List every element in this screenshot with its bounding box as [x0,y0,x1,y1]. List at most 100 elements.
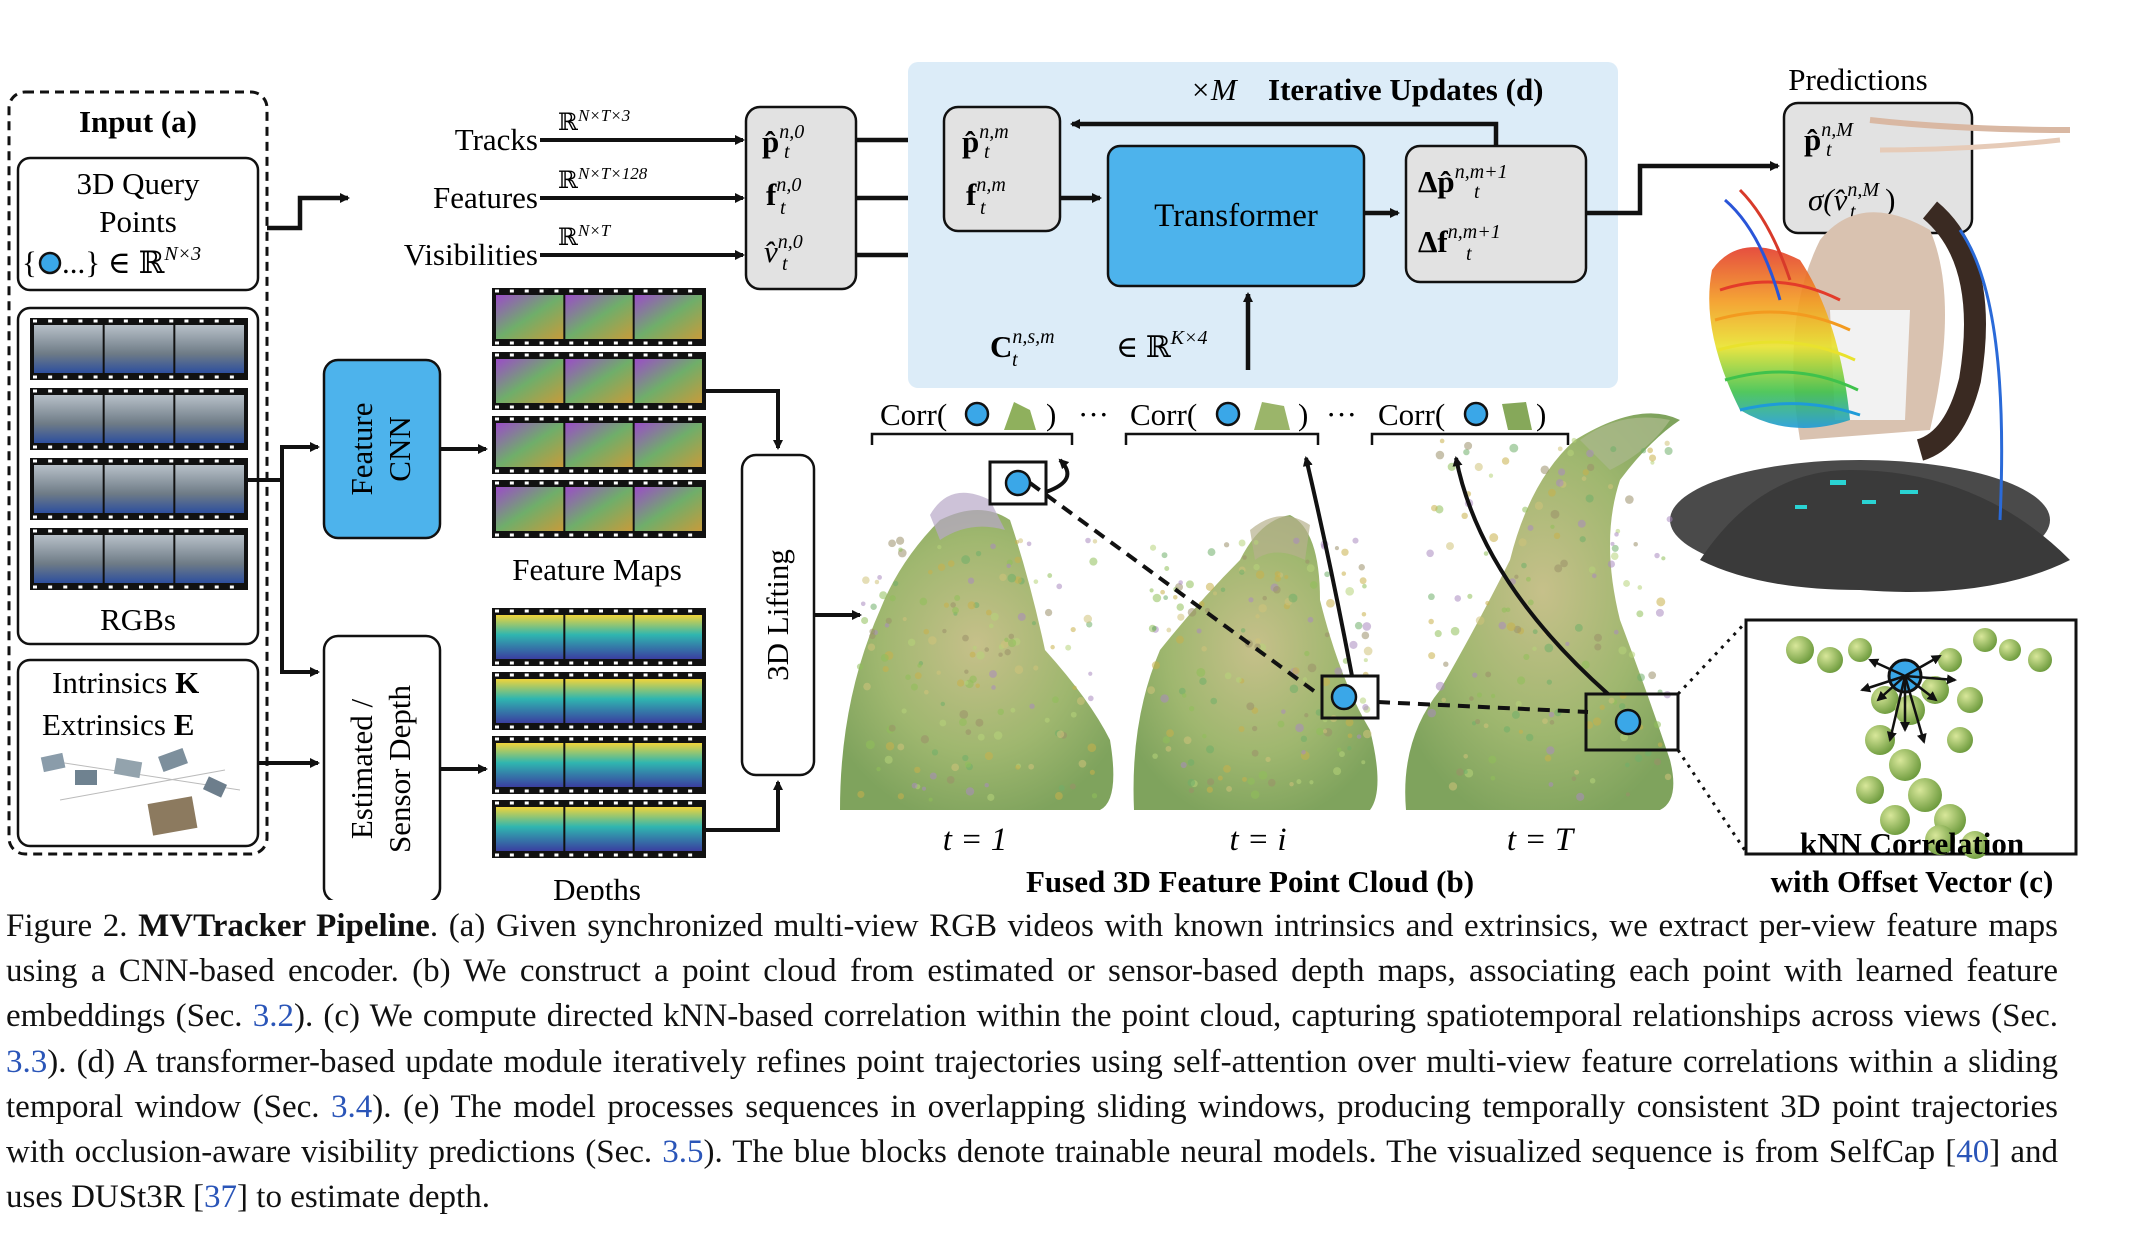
film-strip [492,416,706,474]
film-strip [492,672,706,730]
film-strip [492,736,706,794]
film-strip [30,388,248,450]
svg-text:Δp̂n,m+1: Δp̂n,m+1 [1418,161,1508,199]
film-strip [492,608,706,666]
figure-caption: Figure 2. MVTracker Pipeline. (a) Given … [6,908,2059,1216]
svg-text:t: t [1466,243,1472,265]
svg-text:p̂n,M: p̂n,M [1804,119,1854,157]
lifting-block: 3D Lifting [740,453,816,777]
correlation-row: Corr( ) ··· Corr( ) ··· Corr( ) [870,397,1570,445]
svg-text:ℝN×T: ℝN×T [558,221,612,251]
svg-text:t: t [980,197,986,219]
depths-label: Depths [553,872,641,900]
svg-text:): ) [1046,397,1056,432]
input-panel: Input (a) 3D Query Points { ...} ∈ ℝN×3 … [7,90,269,856]
depth-maps-strips [492,608,706,858]
svg-text:×M: ×M [1190,72,1239,107]
svg-text:Corr(: Corr( [1378,397,1445,432]
film-strip [30,528,248,590]
svg-text:ℝN×T×128: ℝN×T×128 [558,164,648,194]
film-strip [492,288,706,346]
svg-text:): ) [1298,397,1308,432]
pipeline-figure: Input (a) 3D Query Points { ...} ∈ ℝN×3 … [7,62,2078,900]
svg-text:t: t [780,197,786,219]
svg-text:t: t [782,253,788,275]
svg-text:t: t [1850,201,1856,223]
svg-text:t: t [1012,349,1018,371]
query-point-icon [1463,401,1489,427]
query-point-icon [38,251,62,275]
svg-text:fn,m: fn,m [966,174,1006,212]
initial-state-box: p̂n,0 t fn,0 t v̂n,0 t [744,105,858,291]
transformer-block: Transformer [1106,144,1366,288]
knn-zoom-panel [1744,618,2078,859]
query-point-icon [1004,469,1032,497]
svg-text:ℝN×T×3: ℝN×T×3 [558,106,630,136]
svg-text:p̂n,m: p̂n,m [962,121,1009,159]
iterative-updates-panel: ×M Iterative Updates (d) p̂n,m t fn,m t … [908,62,1618,388]
visibilities-label: Visibilities [404,237,538,272]
svg-text:t: t [984,141,990,163]
svg-text:fn,0: fn,0 [766,174,801,212]
camera-params-box: Intrinsics K Extrinsics E [16,658,260,848]
point-cloud-title: Fused 3D Feature Point Cloud (b) [1026,864,1474,899]
svg-text:Corr(: Corr( [1130,397,1197,432]
svg-text:Sensor Depth: Sensor Depth [382,685,417,853]
point-cloud-tT [1405,413,1680,810]
svg-text:t: t [1826,139,1832,161]
svg-text:···: ··· [1326,397,1357,432]
query-point-icon [1614,708,1642,736]
feature-maps-label: Feature Maps [512,552,682,587]
knn-title-2: with Offset Vector (c) [1771,864,2054,899]
corr-term-i: Corr( ) [1124,397,1320,445]
query-points-box: 3D Query Points { ...} ∈ ℝN×3 [16,156,260,292]
svg-text:t: t [1474,181,1480,203]
query-point-icon [964,401,990,427]
svg-text:3D Query: 3D Query [76,166,200,201]
input-streams: Tracks ℝN×T×3 Features ℝN×T×128 Visibili… [404,106,745,272]
svg-text:v̂n,0: v̂n,0 [764,231,803,269]
film-strip [30,458,248,520]
svg-text:{: { [22,245,37,280]
svg-text:Estimated /: Estimated / [344,698,379,839]
knn-title-1: kNN Correlation [1800,826,2024,861]
feature-cnn-block: Feature CNN [322,358,442,540]
svg-text:Points: Points [99,204,177,239]
current-state-box: p̂n,m t fn,m t [942,105,1062,233]
svg-text:Δfn,m+1: Δfn,m+1 [1418,221,1501,259]
svg-text:t = 1: t = 1 [943,822,1007,858]
trajectory-visualization [1670,117,2071,592]
film-strip [30,318,248,380]
iterative-updates-title: Iterative Updates (d) [1268,72,1544,107]
point-cloud-t1 [840,492,1114,810]
input-title: Input (a) [79,104,197,139]
svg-text:3D Lifting: 3D Lifting [760,549,795,681]
camera-frustums-icon [40,748,241,836]
query-point-icon [1215,401,1241,427]
svg-text:p̂n,0: p̂n,0 [762,121,804,159]
svg-text:Transformer: Transformer [1154,198,1318,234]
svg-text:...} ∈ ℝN×3: ...} ∈ ℝN×3 [62,243,201,280]
corr-term-1: Corr( ) [870,397,1074,445]
svg-text:Corr(: Corr( [880,397,947,432]
svg-text:Extrinsics E: Extrinsics E [42,707,194,742]
query-point-icon [1330,683,1358,711]
film-strip [492,480,706,538]
svg-text:Intrinsics K: Intrinsics K [52,665,199,700]
feature-maps-strips [492,288,706,538]
svg-text:σ(v̂n,M): σ(v̂n,M) [1808,179,1895,217]
svg-text:···: ··· [1078,397,1109,432]
svg-text:∈ ℝK×4: ∈ ℝK×4 [1116,327,1207,364]
point-cloud-ti [1133,515,1378,810]
predictions-box: p̂n,M t σ(v̂n,M) t [1782,101,1974,235]
rgb-videos-box: RGBs [16,306,260,646]
predictions-title: Predictions [1788,62,1928,97]
svg-text:CNN: CNN [382,416,417,481]
svg-text:Feature: Feature [344,403,379,496]
svg-text:t = T: t = T [1507,822,1576,858]
highlight-box-tT [1584,692,1680,752]
svg-text:): ) [1536,397,1546,432]
corr-term-T: Corr( ) [1370,397,1570,445]
tracks-label: Tracks [455,122,538,157]
features-label: Features [433,180,538,215]
